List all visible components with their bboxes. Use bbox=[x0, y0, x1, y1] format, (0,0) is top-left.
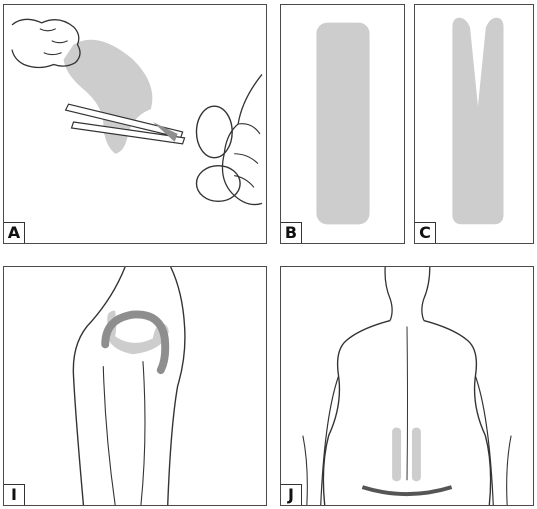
waistband bbox=[362, 487, 451, 494]
right-hand-outline bbox=[222, 74, 261, 204]
right-hand-fingers bbox=[234, 124, 260, 188]
scissor-handle-lower bbox=[196, 166, 240, 202]
arm-right-outer bbox=[507, 436, 511, 505]
leg-inner-line bbox=[103, 366, 115, 505]
panel-label-a: A bbox=[3, 222, 25, 244]
leg-outline-right bbox=[168, 267, 185, 505]
neck-left bbox=[385, 267, 392, 321]
torso-right bbox=[424, 321, 491, 505]
panel-label-c: C bbox=[414, 222, 436, 244]
back-tape-left bbox=[392, 428, 401, 482]
back-tape-right bbox=[412, 428, 421, 482]
knee-tape-application-icon bbox=[4, 267, 266, 505]
panel-label-j: J bbox=[280, 484, 302, 506]
panel-label-i: I bbox=[3, 484, 25, 506]
cutting-tape-with-scissors-icon bbox=[4, 5, 266, 243]
arm-left-outer bbox=[303, 436, 307, 505]
panel-i: I bbox=[3, 266, 267, 506]
leg-inner-line-right bbox=[141, 361, 145, 505]
panel-c: C bbox=[414, 4, 534, 244]
scissor-handle-upper bbox=[196, 106, 232, 158]
i-strip-tape-icon bbox=[281, 5, 404, 243]
torso-left bbox=[323, 321, 390, 505]
panel-j: J bbox=[280, 266, 534, 506]
panel-a: A bbox=[3, 4, 267, 244]
lower-back-tape-application-icon bbox=[281, 267, 533, 505]
finger-lines bbox=[40, 29, 68, 55]
y-strip-tape-icon bbox=[415, 5, 533, 243]
leg-outline-left bbox=[73, 267, 125, 505]
panel-b: B bbox=[280, 4, 405, 244]
panel-label-b: B bbox=[280, 222, 302, 244]
i-strip-tape-shape bbox=[316, 23, 369, 225]
neck-right bbox=[422, 267, 430, 321]
y-strip-tape-shape bbox=[452, 18, 503, 225]
